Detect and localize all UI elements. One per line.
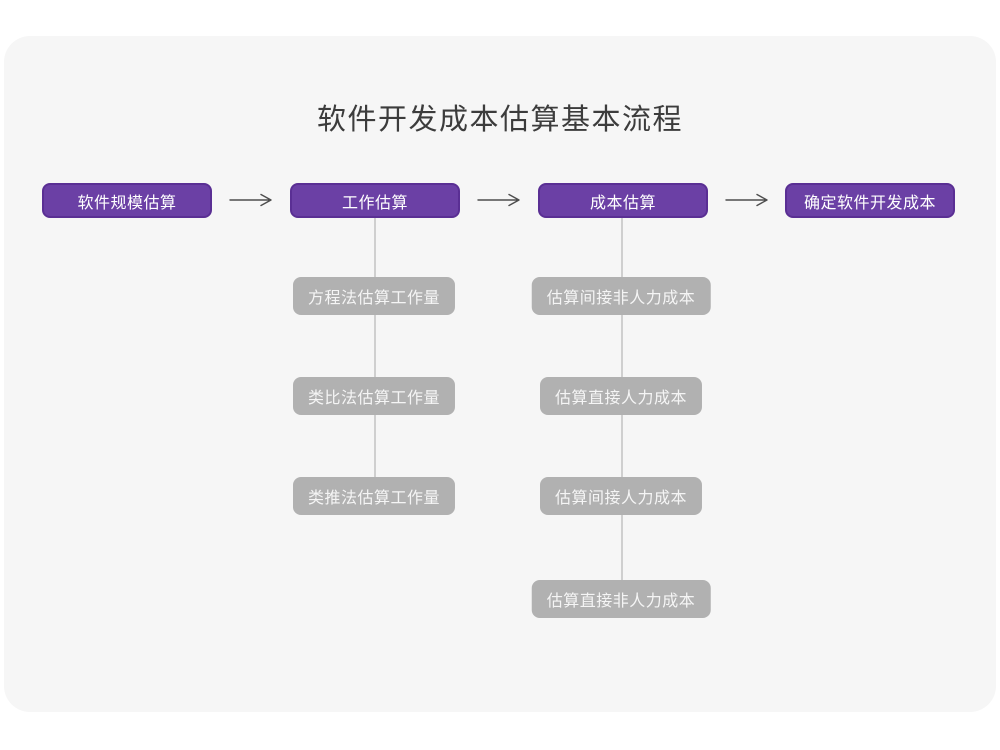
arrow-right-icon <box>229 193 272 207</box>
cost-step-indirect-non-labor: 估算间接非人力成本 <box>531 277 711 315</box>
method-extrapolation-estimation: 类推法估算工作量 <box>292 477 456 515</box>
page-title: 软件开发成本估算基本流程 <box>316 104 683 136</box>
cost-step-indirect-labor: 估算间接人力成本 <box>539 477 703 515</box>
method-analogy-estimation: 类比法估算工作量 <box>292 377 456 415</box>
work-estimation-connector-line <box>374 218 376 498</box>
method-equation-estimation: 方程法估算工作量 <box>292 277 456 315</box>
stage-software-scale-estimation: 软件规模估算 <box>42 183 212 218</box>
stage-cost-estimation: 成本估算 <box>538 183 708 218</box>
stage-work-estimation: 工作估算 <box>290 183 460 218</box>
stage-confirm-development-cost: 确定软件开发成本 <box>785 183 955 218</box>
arrow-right-icon <box>725 193 768 207</box>
arrow-right-icon <box>477 193 520 207</box>
cost-step-direct-non-labor: 估算直接非人力成本 <box>531 580 711 618</box>
diagram-card <box>4 36 996 712</box>
cost-step-direct-labor: 估算直接人力成本 <box>539 377 703 415</box>
